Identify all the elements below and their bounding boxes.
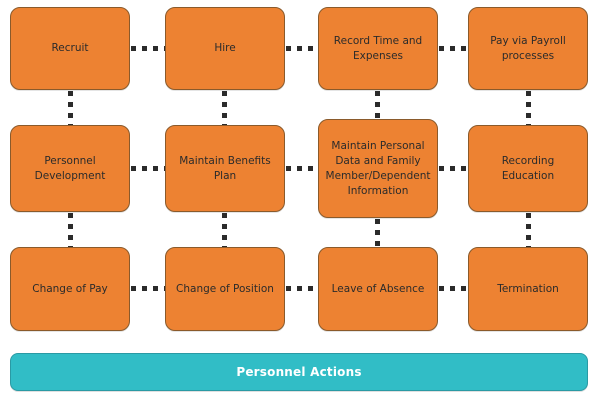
node-personnel-development[interactable]: Personnel Development bbox=[10, 125, 130, 212]
connector-maintain-personal-data-to-recording-education bbox=[439, 166, 468, 171]
connector-pay-via-payroll-to-recording-education bbox=[526, 91, 531, 125]
connector-maintain-benefits-to-change-of-position bbox=[222, 213, 227, 247]
connector-change-of-pay-to-change-of-position bbox=[131, 286, 165, 291]
node-label: Hire bbox=[214, 42, 236, 54]
node-leave-of-absence[interactable]: Leave of Absence bbox=[318, 247, 438, 331]
connector-recruit-to-hire bbox=[131, 46, 165, 51]
node-label: Change of Pay bbox=[32, 282, 108, 295]
node-label: Personnel Development bbox=[34, 154, 106, 182]
personnel-actions-banner[interactable]: Personnel Actions bbox=[10, 353, 588, 391]
node-maintain-benefits-plan[interactable]: Maintain Benefits Plan bbox=[165, 125, 285, 212]
node-label: Recording Education bbox=[501, 154, 555, 182]
node-label: Maintain Benefits Plan bbox=[179, 154, 271, 182]
connector-maintain-personal-data-to-leave-of-absence bbox=[375, 219, 380, 247]
connector-change-of-position-to-leave-of-absence bbox=[286, 286, 318, 291]
connector-leave-of-absence-to-termination bbox=[439, 286, 468, 291]
node-label: Maintain Personal Data and Family Member… bbox=[325, 139, 431, 197]
node-change-of-position[interactable]: Change of Position bbox=[165, 247, 285, 331]
node-label: Recruit bbox=[51, 42, 89, 54]
node-label: Record Time and Expenses bbox=[333, 34, 423, 62]
node-label: Pay via Payroll processes bbox=[490, 34, 566, 62]
connector-personnel-development-to-change-of-pay bbox=[68, 213, 73, 247]
connector-personnel-development-to-maintain-benefits bbox=[131, 166, 165, 171]
connector-recruit-to-personnel-development bbox=[68, 91, 73, 125]
connector-maintain-benefits-to-maintain-personal-data bbox=[286, 166, 318, 171]
connector-hire-to-record-time bbox=[286, 46, 318, 51]
node-termination[interactable]: Termination bbox=[468, 247, 588, 331]
node-recruit[interactable]: Recruit bbox=[10, 7, 130, 90]
node-record-time-and-expenses[interactable]: Record Time and Expenses bbox=[318, 7, 438, 90]
connector-hire-to-maintain-benefits-plan bbox=[222, 91, 227, 125]
connector-recording-education-to-termination bbox=[526, 213, 531, 247]
node-change-of-pay[interactable]: Change of Pay bbox=[10, 247, 130, 331]
node-pay-via-payroll-processes[interactable]: Pay via Payroll processes bbox=[468, 7, 588, 90]
node-label: Change of Position bbox=[176, 282, 274, 295]
node-label: Termination bbox=[497, 282, 559, 295]
connector-record-time-to-pay-via-payroll bbox=[439, 46, 468, 51]
banner-label: Personnel Actions bbox=[236, 365, 362, 379]
node-hire[interactable]: Hire bbox=[165, 7, 285, 90]
connector-record-time-to-maintain-personal-data bbox=[375, 91, 380, 119]
node-recording-education[interactable]: Recording Education bbox=[468, 125, 588, 212]
node-maintain-personal-data[interactable]: Maintain Personal Data and Family Member… bbox=[318, 119, 438, 218]
node-label: Leave of Absence bbox=[331, 282, 425, 295]
